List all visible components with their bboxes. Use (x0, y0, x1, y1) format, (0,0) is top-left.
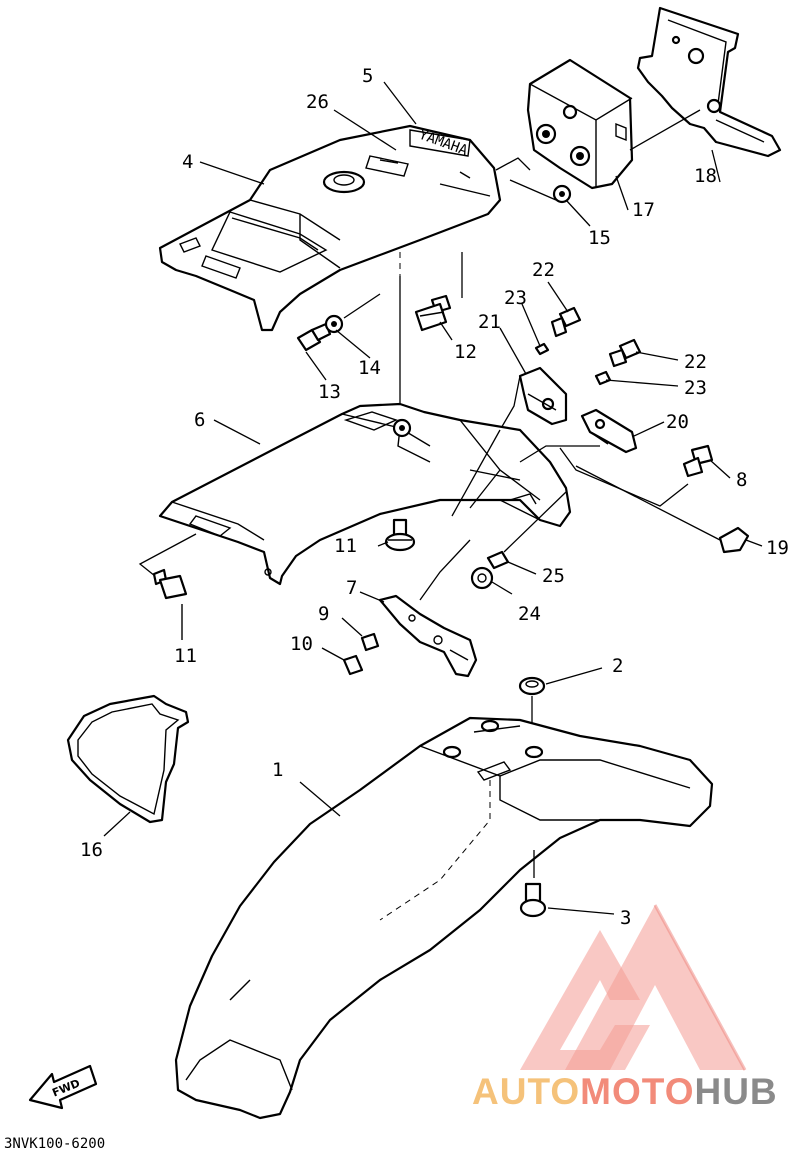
callout-23a: 23 (504, 287, 527, 309)
callout-25: 25 (542, 565, 565, 587)
callout-1: 1 (272, 759, 283, 781)
part-4-tail-cover: YAMAHA (158, 124, 502, 332)
part-22-bolt-b (608, 338, 642, 368)
watermark-word-2: MOTO (580, 1071, 694, 1112)
watermark-triangle (565, 905, 745, 1070)
callout-23b: 23 (684, 377, 707, 399)
watermark-logo (520, 904, 747, 1071)
part-10-nut (342, 654, 364, 676)
callout-11b: 11 (174, 645, 197, 667)
watermark-text: AUTOMOTOHUB (472, 1071, 778, 1112)
part-23-washer-b (594, 370, 612, 386)
part-2-grommet (518, 676, 546, 696)
part-25-washer (486, 550, 510, 570)
callout-22b: 22 (684, 351, 707, 373)
callout-8: 8 (736, 469, 747, 491)
part-14-washer (324, 314, 344, 334)
part-20-bracket (580, 408, 638, 454)
part-23-washer-a (534, 342, 550, 356)
part-7-bracket (378, 594, 478, 678)
part-6-rear-fender (158, 402, 572, 586)
callout-21: 21 (478, 311, 501, 333)
callout-2: 2 (612, 655, 623, 677)
callout-20: 20 (666, 411, 689, 433)
callout-6: 6 (194, 409, 205, 431)
callout-4: 4 (182, 151, 193, 173)
part-18-bracket (636, 6, 782, 158)
callout-22a: 22 (532, 259, 555, 281)
part-11-bolt-b (152, 568, 188, 640)
callout-19: 19 (766, 537, 789, 559)
callout-15: 15 (588, 227, 611, 249)
callout-24: 24 (518, 603, 541, 625)
diagram-code: 3NVK100-6200 (4, 1136, 105, 1152)
part-22-bolt-a (550, 306, 582, 338)
part-3-bolt (519, 882, 547, 918)
part-24-nut (470, 566, 494, 590)
part-13-bolt (296, 322, 332, 352)
callout-26: 26 (306, 91, 329, 113)
callout-5: 5 (362, 65, 373, 87)
callout-3: 3 (620, 907, 631, 929)
callout-10: 10 (290, 633, 313, 655)
callout-12: 12 (454, 341, 477, 363)
part-15-washer (552, 184, 572, 204)
watermark-word-3: HUB (694, 1071, 777, 1112)
callout-7: 7 (346, 577, 357, 599)
part-16-mudflap (66, 694, 190, 824)
callout-14: 14 (358, 357, 381, 379)
callout-16: 16 (80, 839, 103, 861)
part-11-bolt-a (384, 518, 416, 552)
part-12-bolt (414, 294, 452, 332)
callout-13: 13 (318, 381, 341, 403)
part-1-front-fender (174, 716, 714, 1120)
callout-9: 9 (318, 603, 329, 625)
part-19-cap (718, 526, 750, 554)
part-21-bracket (518, 366, 568, 426)
fwd-arrow-icon: FWD (28, 1064, 98, 1110)
part-9-washer (360, 632, 380, 652)
part-8-bolt (682, 444, 714, 478)
watermark-word-1: AUTO (472, 1071, 580, 1112)
part-17-cover (526, 58, 634, 190)
callout-11a: 11 (334, 535, 357, 557)
callout-17: 17 (632, 199, 655, 221)
callout-18: 18 (694, 165, 717, 187)
